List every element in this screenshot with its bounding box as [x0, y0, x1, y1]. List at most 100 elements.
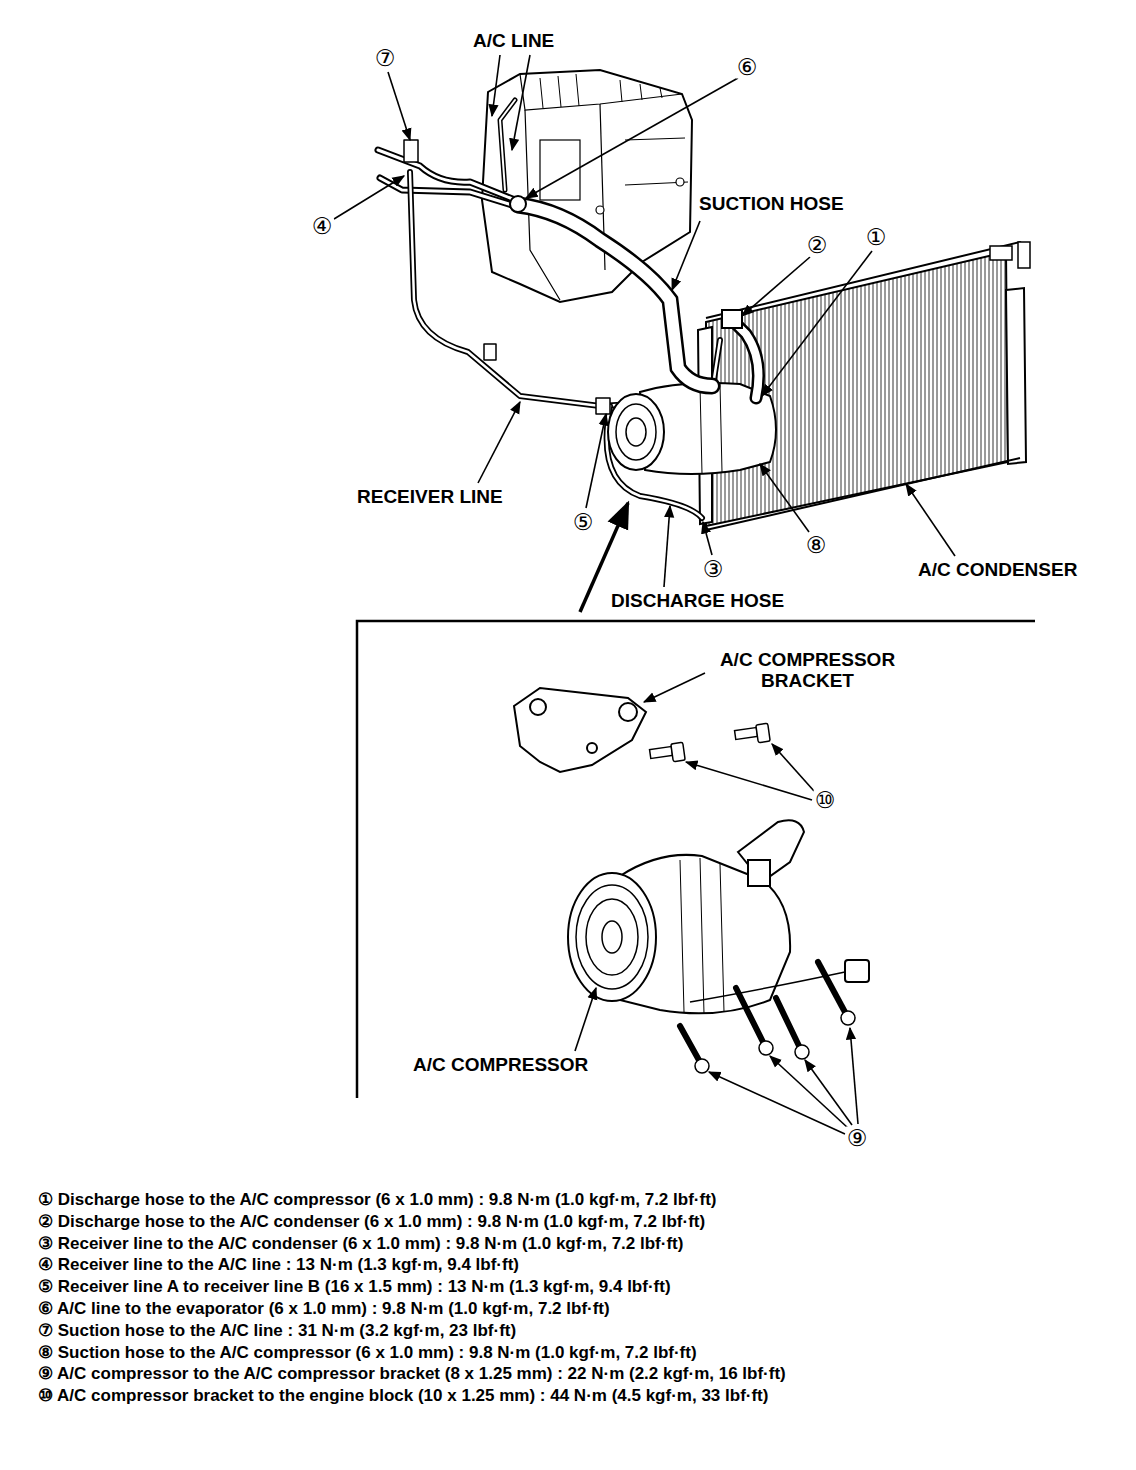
leader-line	[772, 744, 814, 791]
bracket-hole	[619, 703, 637, 721]
ac-line	[380, 178, 515, 206]
part-name: A/C COMPRESSOR	[413, 1055, 588, 1076]
torque-spec: ⑦ Suction hose to the A/C line : 31 N·m …	[38, 1322, 516, 1341]
compressor-pulley	[626, 418, 646, 446]
compressor-bolt-head	[695, 1011, 855, 1073]
part-name: SUCTION HOSE	[699, 194, 844, 215]
callout-number: ②	[806, 234, 829, 257]
leader-line	[850, 1028, 858, 1124]
housing-screw	[676, 178, 684, 186]
callout-number: ⑤	[572, 511, 595, 534]
part-name: RECEIVER LINE	[357, 487, 503, 508]
compressor-pulley	[608, 394, 664, 470]
receiver-line	[410, 172, 712, 406]
torque-spec: ⑧ Suction hose to the A/C compressor (6 …	[38, 1344, 697, 1363]
callout-number: ⑥	[736, 56, 759, 79]
housing-rib	[640, 84, 642, 100]
receiver-line	[410, 172, 712, 406]
compressor-pulley	[576, 885, 648, 989]
part-name: A/C CONDENSER	[918, 560, 1077, 581]
compressor-fin	[720, 384, 722, 472]
bolt-head	[671, 742, 685, 761]
compressor-port	[748, 860, 770, 886]
housing-screw	[596, 206, 604, 214]
ac-line	[380, 178, 515, 206]
torque-spec: ⑩ A/C compressor bracket to the engine b…	[38, 1387, 768, 1406]
compressor-fin	[700, 858, 704, 1014]
leader-line	[586, 414, 606, 508]
compressor-wire	[690, 972, 845, 1002]
inset-frame	[357, 621, 1035, 1098]
torque-spec: ① Discharge hose to the A/C compressor (…	[38, 1191, 716, 1210]
housing-rib	[558, 76, 561, 107]
condenser	[698, 242, 1030, 530]
inset-frame	[357, 621, 1035, 1098]
suction-hose	[518, 205, 712, 386]
condenser-frame	[706, 242, 1028, 318]
leader-line	[644, 673, 705, 702]
compressor-bolt	[680, 1026, 700, 1062]
leader-line	[575, 988, 596, 1051]
bolt-head	[841, 1011, 855, 1025]
callout-number: ⑩	[814, 789, 837, 812]
leader-line	[478, 402, 520, 483]
compressor-fin	[720, 864, 724, 1012]
pipe-fitting	[484, 344, 496, 360]
leader-line	[512, 55, 530, 150]
compressor-pulley	[602, 921, 622, 953]
callout-number: ⑨	[846, 1127, 869, 1150]
condenser-bracket	[1018, 242, 1030, 268]
condenser-tank	[1006, 288, 1026, 464]
housing-rib	[540, 78, 543, 108]
condenser-core	[706, 252, 1008, 526]
housing-rib	[625, 138, 685, 140]
compressor-fin	[700, 385, 702, 474]
leader-line	[492, 55, 500, 116]
compressor-bracket	[514, 688, 646, 772]
compressor-bolt	[736, 988, 764, 1044]
housing-rib	[576, 74, 579, 106]
hose-fitting	[722, 310, 742, 328]
leader-line	[388, 72, 410, 140]
callout-number: ④	[311, 215, 334, 238]
discharge-hose	[732, 320, 758, 398]
leader-line	[762, 251, 872, 396]
leader-line	[334, 176, 404, 219]
compressor-bolt	[818, 962, 846, 1014]
leader-line	[906, 484, 955, 556]
callout-number: ⑧	[805, 534, 828, 557]
callout-number: ①	[865, 226, 888, 249]
leader-line	[709, 1072, 845, 1134]
bolt-head	[695, 1059, 709, 1073]
torque-spec: ⑥ A/C line to the evaporator (6 x 1.0 mm…	[38, 1300, 610, 1319]
compressor-bracket	[514, 688, 646, 772]
bolt-shank	[735, 728, 758, 740]
compressor-fin	[680, 860, 684, 1012]
compressor-bolt	[680, 962, 846, 1062]
compressor-pulley	[616, 404, 656, 460]
bolt-head	[795, 1045, 809, 1059]
bolt-head	[756, 723, 770, 742]
callout-number: ③	[702, 558, 725, 581]
compressor-pulley	[586, 899, 638, 975]
torque-spec: ⑤ Receiver line A to receiver line B (16…	[38, 1278, 671, 1297]
hoses	[510, 196, 758, 398]
part-name: DISCHARGE HOSE	[611, 591, 784, 612]
housing-rib	[620, 80, 622, 102]
compressor-bolt	[776, 998, 800, 1048]
part-name: A/C LINE	[473, 31, 554, 52]
pipe-fitting	[596, 398, 610, 414]
bolt-head	[759, 1041, 773, 1055]
torque-spec: ④ Receiver line to the A/C line : 13 N·m…	[38, 1256, 519, 1275]
leader-line	[664, 506, 670, 587]
leader-line	[760, 464, 809, 532]
callout-number: ⑦	[374, 47, 397, 70]
discharge-hose	[732, 320, 758, 398]
bracket-bolt	[650, 723, 771, 761]
compressor-pulley	[568, 873, 656, 1001]
housing-detail	[520, 74, 682, 110]
torque-spec: ② Discharge hose to the A/C condenser (6…	[38, 1213, 705, 1232]
leader-line	[672, 221, 700, 290]
evaporator-housing	[482, 70, 692, 302]
